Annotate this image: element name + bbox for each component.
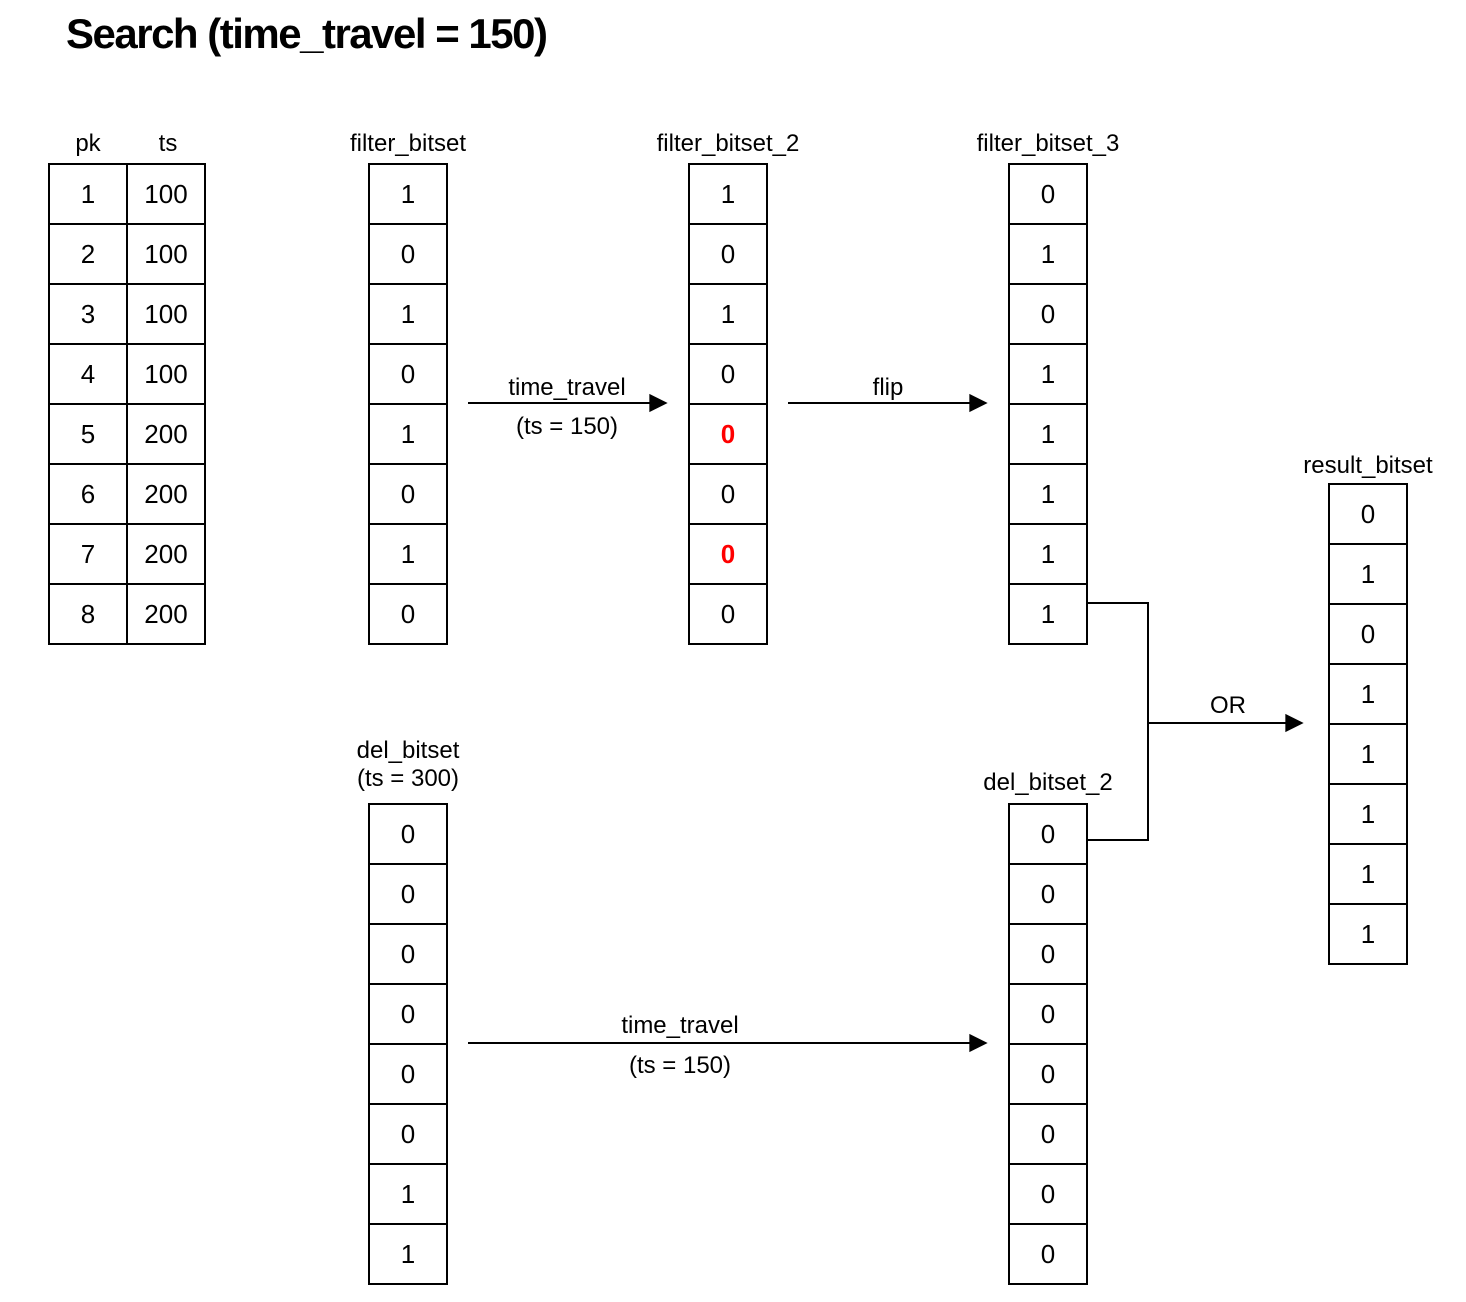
bitset-cell: 0	[1008, 1163, 1088, 1225]
bitset-cell: 8	[48, 583, 128, 645]
bitset-cell: 1	[48, 163, 128, 225]
result-bitset-label: result_bitset	[1303, 452, 1433, 479]
bitset-cell: 5	[48, 403, 128, 465]
del-bitset-label-line2: (ts = 300)	[356, 765, 460, 792]
table-header-pk: pk	[75, 130, 101, 157]
bitset-cell: 1	[1328, 543, 1408, 605]
bitset-cell: 1	[1328, 843, 1408, 905]
filter-bitset-label: filter_bitset	[349, 130, 467, 157]
bitset-cell: 0	[368, 223, 448, 285]
flip-label: flip	[872, 374, 904, 401]
bitset-cell: 1	[368, 403, 448, 465]
bitset-cell: 0	[1328, 483, 1408, 545]
del-bitset-2-label: del_bitset_2	[983, 769, 1113, 796]
bitset-cell: 0	[368, 1103, 448, 1165]
bitset-cell: 0	[688, 463, 768, 525]
bitset-cell: 0	[1008, 923, 1088, 985]
bitset-cell: 1	[1008, 223, 1088, 285]
bitset-cell: 1	[1008, 583, 1088, 645]
bitset-cell: 0	[368, 863, 448, 925]
bitset-cell: 0	[1008, 163, 1088, 225]
bitset-cell: 0	[368, 803, 448, 865]
bitset-cell: 6	[48, 463, 128, 525]
bitset-cell: 0	[688, 523, 768, 585]
bitset-cell: 0	[1008, 283, 1088, 345]
bitset-cell: 0	[368, 583, 448, 645]
bitset-cell: 4	[48, 343, 128, 405]
bitset-cell: 0	[368, 983, 448, 1045]
bitset-cell: 100	[126, 223, 206, 285]
bitset-cell: 100	[126, 343, 206, 405]
time-travel-bottom-label: time_travel	[621, 1012, 739, 1039]
bitset-cell: 0	[1008, 863, 1088, 925]
bitset-cell: 0	[1008, 803, 1088, 865]
time-travel-bottom-sublabel: (ts = 150)	[628, 1052, 732, 1079]
or-label: OR	[1210, 692, 1246, 719]
bitset-cell: 1	[1328, 903, 1408, 965]
bitset-cell: 0	[1008, 1103, 1088, 1165]
bitset-cell: 0	[1328, 603, 1408, 665]
bitset-cell: 0	[368, 343, 448, 405]
bitset-cell: 1	[1328, 783, 1408, 845]
bitset-cell: 1	[1328, 723, 1408, 785]
bitset-cell: 0	[368, 1043, 448, 1105]
bitset-cell: 0	[1008, 1223, 1088, 1285]
bitset-cell: 100	[126, 283, 206, 345]
bitset-cell: 1	[368, 1223, 448, 1285]
bitset-cell: 0	[1008, 1043, 1088, 1105]
bitset-cell: 1	[1008, 463, 1088, 525]
bitset-cell: 200	[126, 463, 206, 525]
bitset-cell: 100	[126, 163, 206, 225]
bitset-cell: 0	[688, 583, 768, 645]
page-title: Search (time_travel = 150)	[66, 10, 548, 57]
bitset-cell: 200	[126, 403, 206, 465]
bitset-cell: 0	[688, 223, 768, 285]
bitset-cell: 1	[1008, 403, 1088, 465]
time-travel-top-label: time_travel	[508, 374, 626, 401]
or-junction-connector	[1088, 602, 1149, 841]
del-bitset-label: del_bitset (ts = 300)	[357, 737, 460, 793]
bitset-cell: 3	[48, 283, 128, 345]
bitset-cell: 1	[688, 283, 768, 345]
bitset-cell: 200	[126, 583, 206, 645]
bitset-cell: 0	[368, 463, 448, 525]
bitset-cell: 1	[688, 163, 768, 225]
bitset-cell: 0	[1008, 983, 1088, 1045]
bitset-cell: 0	[688, 343, 768, 405]
bitset-cell: 7	[48, 523, 128, 585]
bitset-cell: 0	[688, 403, 768, 465]
bitset-cell: 1	[368, 163, 448, 225]
bitset-cell: 200	[126, 523, 206, 585]
table-header-ts: ts	[158, 130, 178, 157]
bitset-cell: 1	[368, 1163, 448, 1225]
bitset-cell: 0	[368, 923, 448, 985]
bitset-cell: 2	[48, 223, 128, 285]
bitset-cell: 1	[1328, 663, 1408, 725]
time-travel-top-sublabel: (ts = 150)	[515, 413, 619, 440]
filter-bitset-3-label: filter_bitset_3	[976, 130, 1120, 157]
bitset-cell: 1	[1008, 523, 1088, 585]
filter-bitset-2-label: filter_bitset_2	[656, 130, 800, 157]
bitset-cell: 1	[368, 523, 448, 585]
bitset-cell: 1	[368, 283, 448, 345]
del-bitset-label-line1: del_bitset	[356, 737, 460, 764]
bitset-cell: 1	[1008, 343, 1088, 405]
